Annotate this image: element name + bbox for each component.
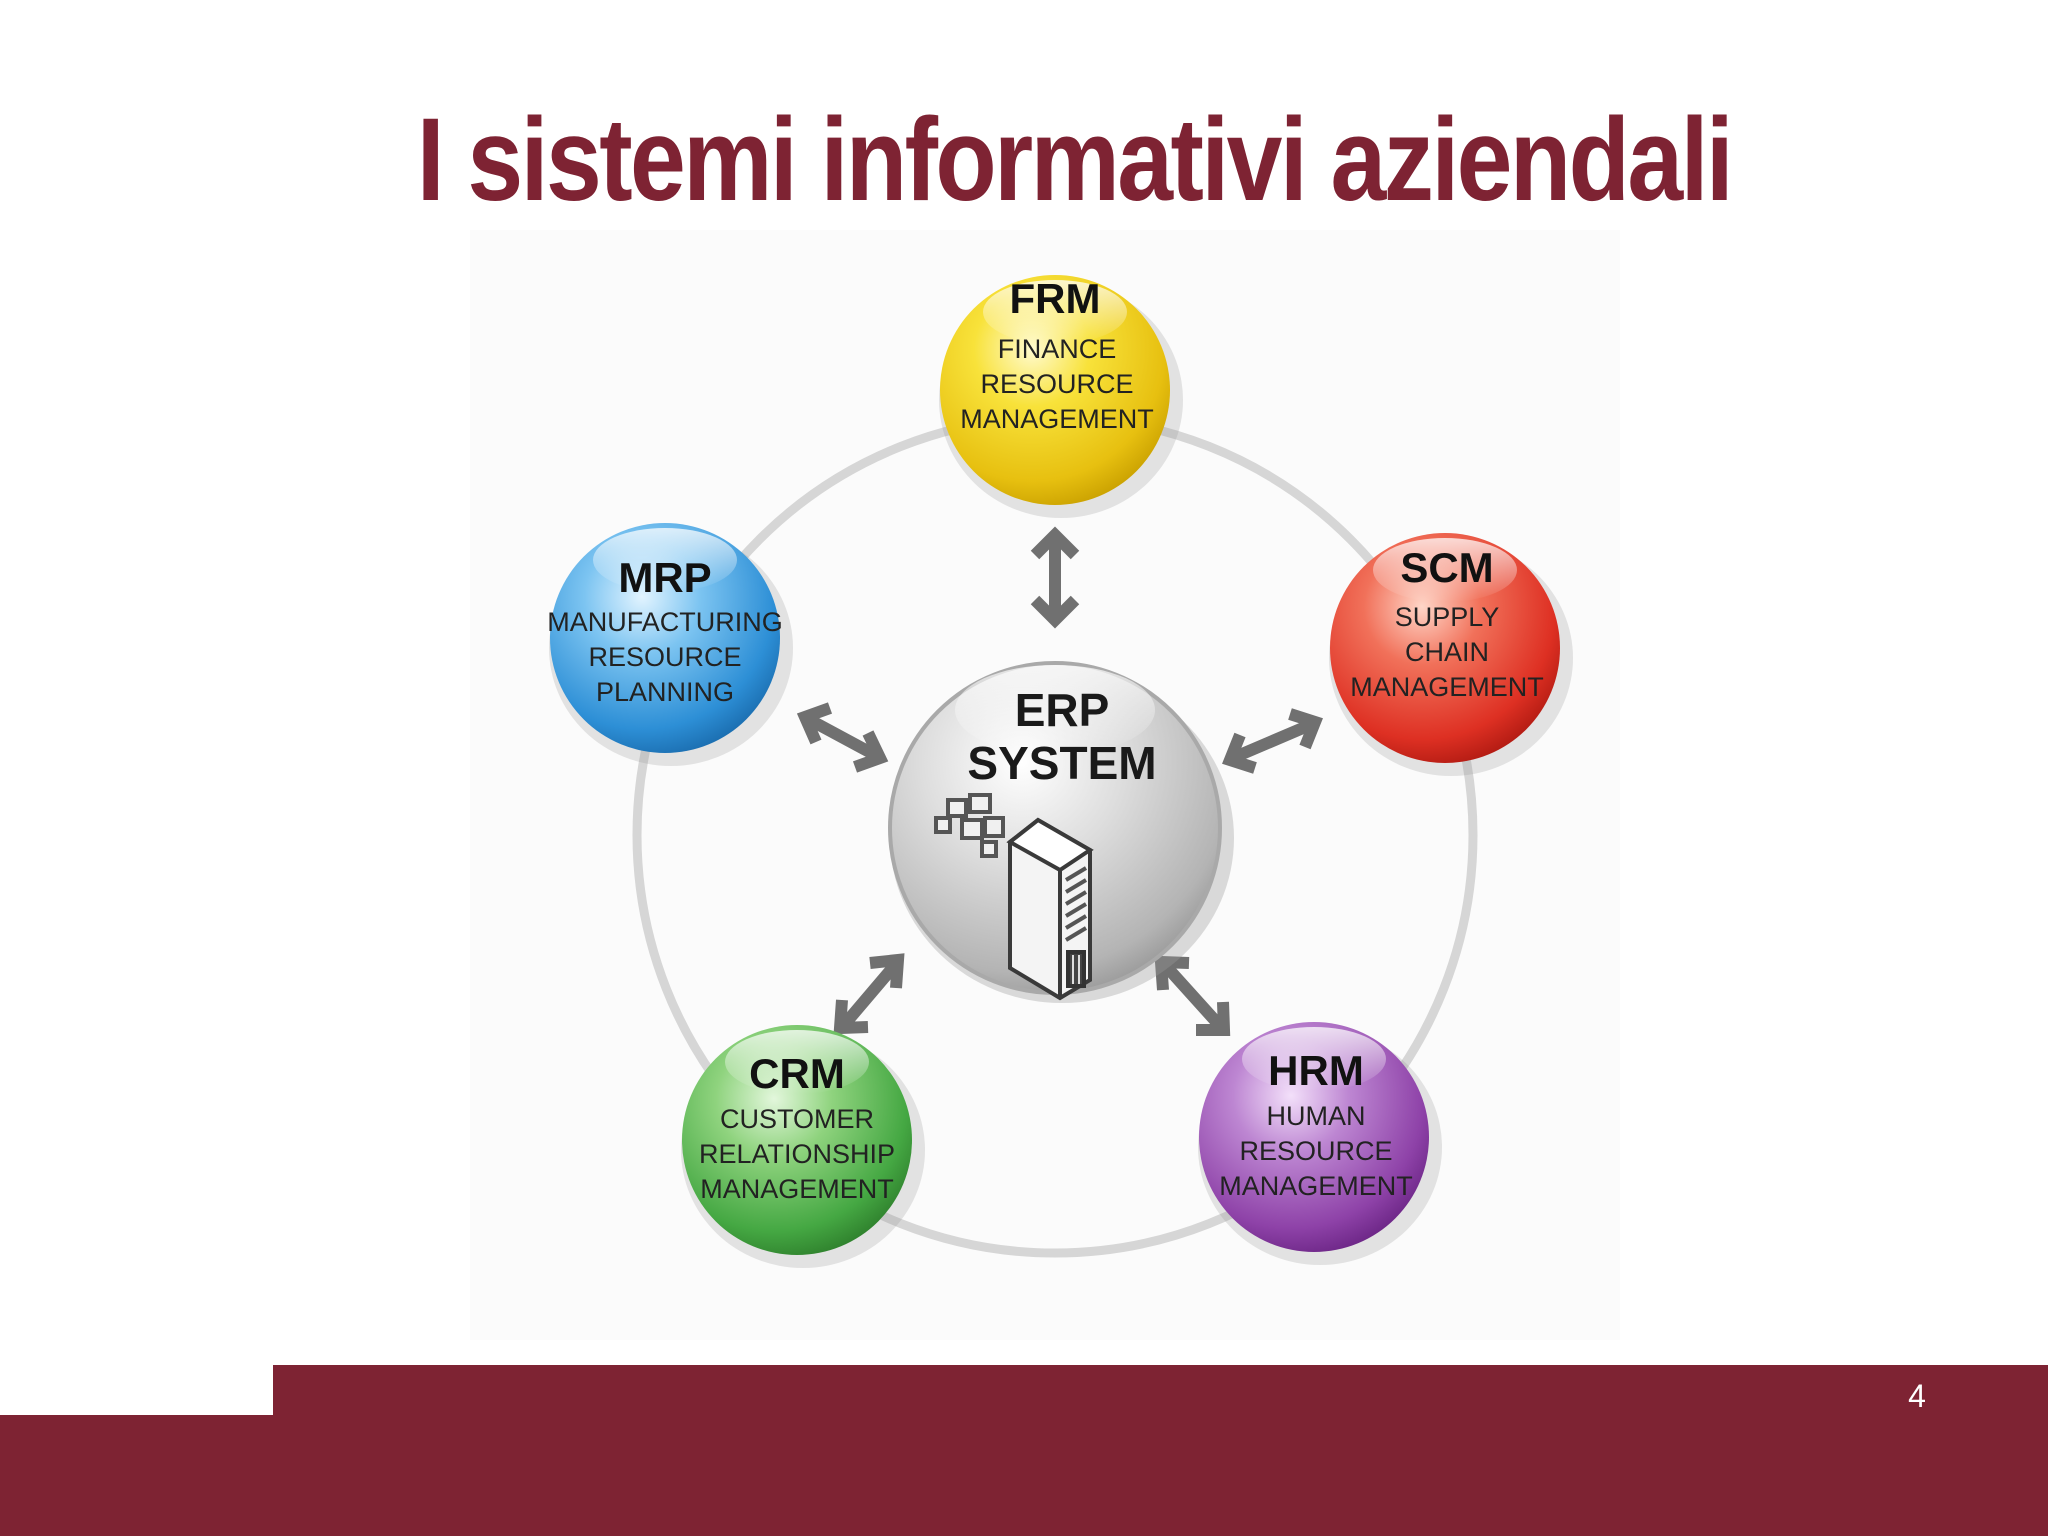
footer-bar-left bbox=[0, 1415, 273, 1536]
arrows bbox=[796, 526, 1323, 1036]
arrow-mrp-erp bbox=[796, 702, 889, 773]
erp-center: ERP SYSTEM bbox=[888, 661, 1234, 1003]
erp-label-2: SYSTEM bbox=[967, 737, 1156, 789]
arrow-crm-erp bbox=[833, 953, 905, 1035]
scm-desc-2: CHAIN bbox=[1405, 637, 1489, 667]
mrp-desc-1: MANUFACTURING bbox=[547, 607, 783, 637]
module-frm: FRM FINANCE RESOURCE MANAGEMENT bbox=[939, 275, 1183, 518]
crm-desc-3: MANAGEMENT bbox=[700, 1174, 894, 1204]
erp-diagram-svg: ERP SYSTEM bbox=[547, 275, 1573, 1268]
frm-desc-2: RESOURCE bbox=[980, 369, 1133, 399]
scm-desc-3: MANAGEMENT bbox=[1350, 672, 1544, 702]
footer-bar bbox=[273, 1365, 2048, 1536]
module-mrp: MRP MANUFACTURING RESOURCE PLANNING bbox=[547, 523, 793, 766]
slide-title: I sistemi informativi aziendali bbox=[416, 94, 1734, 226]
scm-desc-1: SUPPLY bbox=[1395, 602, 1500, 632]
hrm-desc-1: HUMAN bbox=[1267, 1101, 1366, 1131]
mrp-desc-3: PLANNING bbox=[596, 677, 734, 707]
frm-abbr: FRM bbox=[1010, 275, 1101, 322]
frm-desc-1: FINANCE bbox=[998, 334, 1117, 364]
scm-abbr: SCM bbox=[1400, 544, 1493, 591]
arrow-hrm-erp bbox=[1154, 955, 1231, 1036]
mrp-desc-2: RESOURCE bbox=[588, 642, 741, 672]
mrp-abbr: MRP bbox=[618, 554, 711, 601]
erp-label-1: ERP bbox=[1015, 684, 1110, 736]
module-hrm: HRM HUMAN RESOURCE MANAGEMENT bbox=[1198, 1022, 1442, 1265]
hrm-abbr: HRM bbox=[1268, 1047, 1364, 1094]
frm-desc-3: MANAGEMENT bbox=[960, 404, 1154, 434]
arrow-frm-erp bbox=[1030, 526, 1080, 629]
hrm-desc-3: MANAGEMENT bbox=[1219, 1171, 1413, 1201]
hrm-desc-2: RESOURCE bbox=[1239, 1136, 1392, 1166]
erp-diagram: ERP SYSTEM bbox=[470, 230, 1620, 1340]
module-crm: CRM CUSTOMER RELATIONSHIP MANAGEMENT bbox=[681, 1025, 925, 1268]
module-scm: SCM SUPPLY CHAIN MANAGEMENT bbox=[1329, 533, 1573, 776]
arrow-scm-erp bbox=[1222, 708, 1323, 774]
server-icon bbox=[934, 793, 1094, 1001]
crm-desc-2: RELATIONSHIP bbox=[699, 1139, 895, 1169]
crm-desc-1: CUSTOMER bbox=[720, 1104, 874, 1134]
crm-abbr: CRM bbox=[749, 1050, 845, 1097]
page-number: 4 bbox=[1908, 1378, 1926, 1414]
